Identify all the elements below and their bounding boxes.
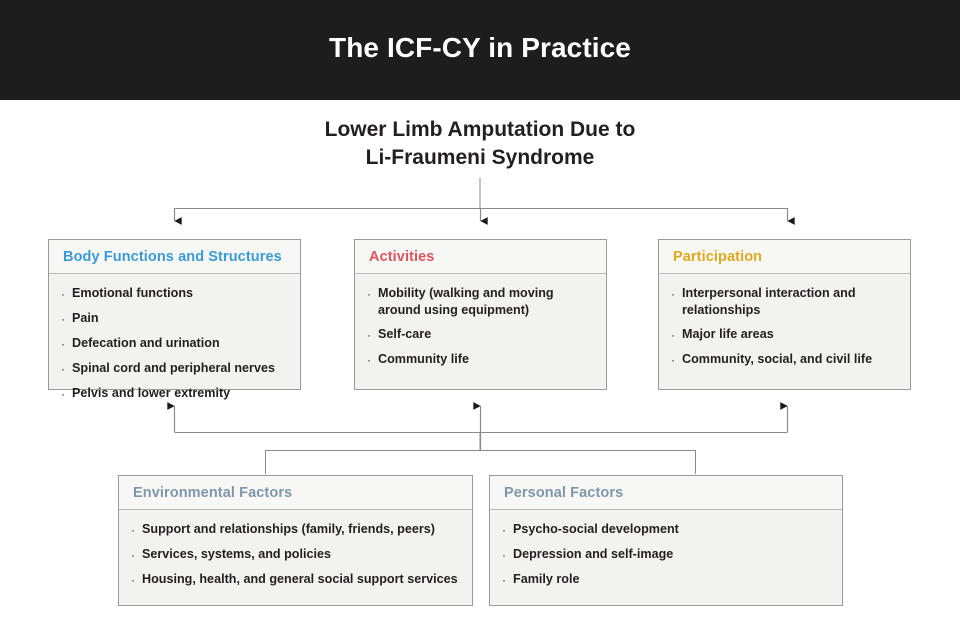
card-environmental-factors: Environmental Factors · Support and rela… (118, 475, 473, 606)
list-item-label: Services, systems, and policies (142, 547, 332, 561)
list-item: · Community life (367, 351, 596, 369)
list-item: · Self-care (367, 326, 596, 344)
list-item-label: Housing, health, and general social supp… (142, 572, 458, 586)
list-item-label: Support and relationships (family, frien… (142, 522, 435, 536)
page-title: The ICF-CY in Practice (329, 32, 631, 63)
card-personal-factors: Personal Factors · Psycho-social develop… (489, 475, 843, 606)
header-bar: The ICF-CY in Practice (0, 0, 960, 100)
bullet-icon: · (131, 573, 135, 587)
bullet-icon: · (61, 362, 65, 376)
list-item: · Pain (61, 310, 290, 328)
bullet-icon: · (61, 337, 65, 351)
bullet-icon: · (61, 312, 65, 326)
list-item: · Community, social, and civil life (671, 351, 900, 369)
card-header: Body Functions and Structures (49, 240, 300, 274)
card-header: Activities (355, 240, 606, 274)
bullet-icon: · (367, 287, 371, 301)
bullet-icon: · (367, 328, 371, 342)
bullet-icon: · (502, 523, 506, 537)
list-item-label: Self-care (378, 327, 432, 341)
card-body: · Support and relationships (family, fri… (119, 510, 472, 606)
list-item: · Spinal cord and peripheral nerves (61, 360, 290, 378)
list-item: · Support and relationships (family, fri… (131, 521, 462, 539)
list-item: · Interpersonal interaction and relation… (671, 285, 900, 319)
card-title-participation: Participation (673, 248, 763, 265)
bullet-icon: · (61, 287, 65, 301)
card-activities: Activities · Mobility (walking and movin… (354, 239, 607, 390)
bullet-icon: · (131, 548, 135, 562)
list-item: · Psycho-social development (502, 521, 832, 539)
list-item-label: Spinal cord and peripheral nerves (72, 361, 275, 375)
list-item: · Emotional functions (61, 285, 290, 303)
subtitle-line-2: Li-Fraumeni Syndrome (365, 146, 595, 169)
bullet-icon: · (671, 287, 675, 301)
card-body: · Interpersonal interaction and relation… (659, 274, 910, 386)
card-body: · Psycho-social development · Depression… (490, 510, 842, 606)
list-item-label: Community, social, and civil life (682, 352, 873, 366)
list-item-label: Psycho-social development (513, 522, 679, 536)
card-header: Personal Factors (490, 476, 842, 510)
bullet-icon: · (502, 548, 506, 562)
card-title-environmental-factors: Environmental Factors (133, 484, 293, 501)
card-body: · Emotional functions · Pain · Defecatio… (49, 274, 300, 420)
card-title-body-functions: Body Functions and Structures (63, 248, 282, 265)
list-item: · Housing, health, and general social su… (131, 571, 462, 589)
bullet-icon: · (502, 573, 506, 587)
list-item: · Pelvis and lower extremity (61, 385, 290, 403)
bullet-icon: · (131, 523, 135, 537)
bullet-icon: · (61, 387, 65, 401)
card-header: Participation (659, 240, 910, 274)
list-item: · Major life areas (671, 326, 900, 344)
card-title-personal-factors: Personal Factors (504, 484, 624, 501)
card-title-activities: Activities (369, 248, 435, 265)
list-item: · Mobility (walking and moving around us… (367, 285, 596, 319)
list-item-label: Depression and self-image (513, 547, 674, 561)
list-item-label: Pain (72, 311, 99, 325)
list-item-label: Pelvis and lower extremity (72, 386, 231, 400)
bullet-icon: · (367, 353, 371, 367)
bullet-icon: · (671, 353, 675, 367)
subtitle-line-1: Lower Limb Amputation Due to (324, 118, 636, 141)
diagram-subtitle: Lower Limb Amputation Due to Li-Fraumeni… (180, 116, 780, 172)
list-item-label: Community life (378, 352, 469, 366)
list-item: · Depression and self-image (502, 546, 832, 564)
card-body-functions-and-structures: Body Functions and Structures · Emotiona… (48, 239, 301, 401)
list-item-label: Mobility (walking and moving around usin… (378, 286, 554, 317)
list-item: · Services, systems, and policies (131, 546, 462, 564)
card-participation: Participation · Interpersonal interactio… (658, 239, 911, 390)
bullet-icon: · (671, 328, 675, 342)
list-item-label: Defecation and urination (72, 336, 220, 350)
card-header: Environmental Factors (119, 476, 472, 510)
list-item: · Defecation and urination (61, 335, 290, 353)
list-item-label: Family role (513, 572, 580, 586)
card-body: · Mobility (walking and moving around us… (355, 274, 606, 386)
list-item: · Family role (502, 571, 832, 589)
list-item-label: Major life areas (682, 327, 774, 341)
list-item-label: Emotional functions (72, 286, 194, 300)
list-item-label: Interpersonal interaction and relationsh… (682, 286, 856, 317)
